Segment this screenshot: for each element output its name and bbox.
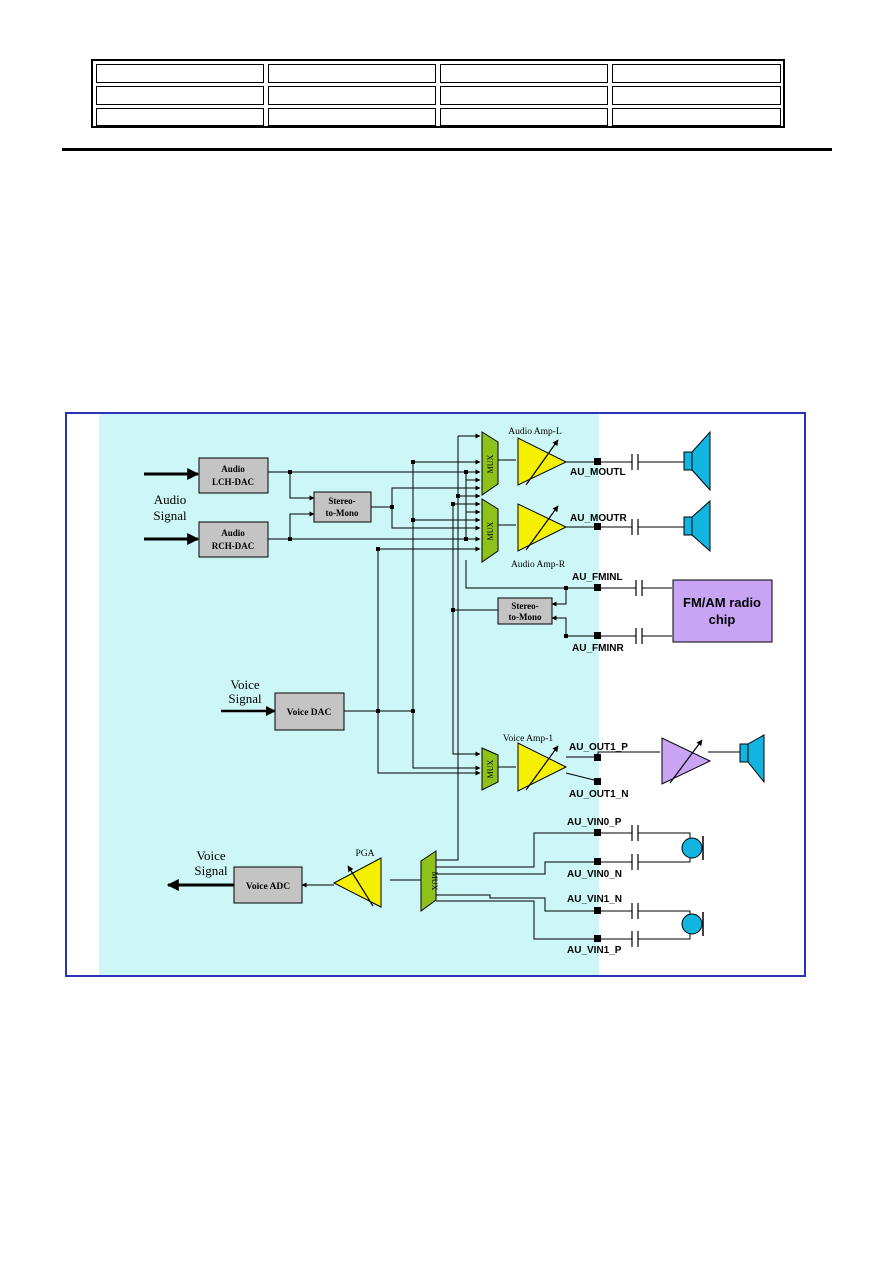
stereo-to-mono-block-2: Stereo- to-Mono [497, 597, 553, 625]
mux-left-channel: MUX [481, 431, 499, 496]
speaker-icon [683, 430, 711, 492]
pin-label-moutl: AU_MOUTL [570, 467, 626, 478]
external-amp [661, 737, 712, 785]
mux-label: MUX [486, 759, 495, 778]
pin-fminl-square [594, 584, 601, 591]
table-cell [612, 108, 781, 126]
speaker-icon [739, 734, 765, 784]
rch-dac-block: Audio RCH-DAC [198, 521, 269, 558]
pin-label-moutr: AU_MOUTR [570, 513, 627, 524]
table-cell [268, 86, 436, 105]
pin-label-vin1-n: AU_VIN1_N [567, 894, 622, 905]
voice-signal-out-line2: Signal [194, 863, 228, 878]
table-cell [96, 86, 264, 105]
pin-moutl-square [594, 458, 601, 465]
voice-dac-block: Voice DAC [274, 692, 345, 731]
pin-label-out1-p: AU_OUT1_P [569, 742, 628, 753]
mux-right-channel: MUX [481, 498, 499, 563]
pin-moutr-square [594, 523, 601, 530]
table-cell [440, 86, 608, 105]
table-cell [440, 108, 608, 126]
table-cell [612, 64, 781, 83]
audio-amp-r-label: Audio Amp-R [511, 560, 566, 570]
audio-signal-line2: Signal [153, 508, 187, 523]
stereo-to-mono-block-1: Stereo- to-Mono [313, 491, 372, 523]
mux-label: MUX [430, 872, 439, 891]
pin-label-vin0-p: AU_VIN0_P [567, 817, 622, 828]
header-table [91, 59, 785, 128]
pga-label: PGA [355, 849, 374, 859]
audio-block-diagram: Audio LCH-DAC Audio RCH-DAC Stereo- to-M… [65, 412, 806, 977]
pin-vin1n-square [594, 907, 601, 914]
fm-radio-chip: FM/AM radio chip [672, 579, 773, 643]
fm-chip-line1: FM/AM radio [683, 595, 761, 610]
pin-label-vin1-p: AU_VIN1_P [567, 945, 622, 956]
pin-label-fminl: AU_FMINL [572, 572, 623, 583]
lch-dac-line1: Audio [221, 464, 245, 474]
voice-signal-in-line2: Signal [228, 691, 262, 706]
header-rule [62, 148, 832, 151]
voice-signal-out-line1: Voice [196, 848, 226, 863]
microphone-icon [681, 836, 704, 860]
microphone-icon [681, 912, 704, 936]
audio-amp-l-label: Audio Amp-L [508, 427, 562, 437]
table-cell [96, 108, 264, 126]
lch-dac-line2: LCH-DAC [212, 477, 254, 487]
table-cell [612, 86, 781, 105]
pin-label-fminr: AU_FMINR [572, 643, 624, 654]
mux-voice: MUX [481, 747, 499, 791]
audio-signal-line1: Audio [154, 492, 187, 507]
pin-vin0p-square [594, 829, 601, 836]
voice-adc-label: Voice ADC [246, 882, 290, 892]
pin-out1p-square [594, 754, 601, 761]
table-cell [440, 64, 608, 83]
lch-dac-block: Audio LCH-DAC [198, 457, 269, 494]
pin-label-out1-n: AU_OUT1_N [569, 789, 628, 800]
diagram-border [65, 412, 806, 977]
table-cell [268, 64, 436, 83]
table-cell [96, 64, 264, 83]
pin-vin0n-square [594, 858, 601, 865]
mux-label: MUX [486, 521, 495, 540]
voice-dac-label: Voice DAC [287, 708, 332, 718]
pin-label-vin0-n: AU_VIN0_N [567, 869, 622, 880]
stm1-line1: Stereo- [328, 496, 355, 506]
speaker-icon [683, 499, 711, 553]
voice-adc-block: Voice ADC [233, 866, 303, 904]
pga-amp [332, 857, 382, 908]
stm2-line1: Stereo- [511, 601, 538, 611]
fm-chip-line2: chip [709, 612, 736, 627]
voice-amp-1 [517, 742, 568, 792]
audio-amp-l [517, 437, 568, 486]
voice-amp-1-label: Voice Amp-1 [503, 734, 553, 744]
stm2-line2: to-Mono [509, 612, 542, 622]
table-cell [268, 108, 436, 126]
pin-vin1p-square [594, 935, 601, 942]
audio-amp-r [517, 503, 568, 552]
voice-signal-in-line1: Voice [230, 677, 260, 692]
mux-input: MUX [420, 850, 439, 912]
mux-label: MUX [486, 454, 495, 473]
stm1-line2: to-Mono [326, 508, 359, 518]
rch-dac-line1: Audio [221, 528, 245, 538]
pin-out1n-square [594, 778, 601, 785]
rch-dac-line2: RCH-DAC [212, 541, 255, 551]
pin-fminr-square [594, 632, 601, 639]
